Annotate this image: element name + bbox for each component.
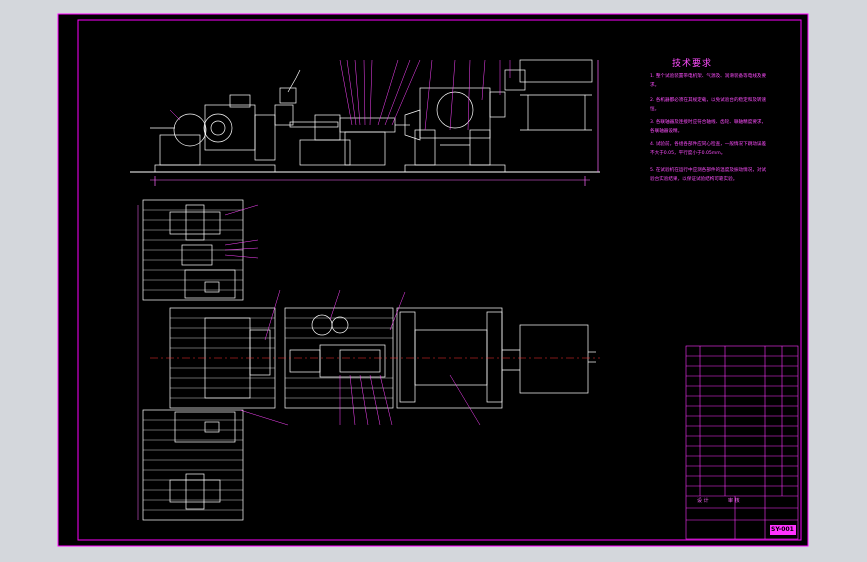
tech-note-3: 3. 各联轴器及连接时应符合轴线、齿轮、联轴精度要求，各联轴器设精。: [650, 120, 767, 134]
tech-note-4: 4. 试验前，各组各部件应同心检查，一般情况下跳动误差不大于0.05，平行度小于…: [650, 142, 767, 156]
outer-frame: [57, 13, 809, 547]
tech-note-1: 1. 整个试验装置带电机架、气源及、润滑装备等电线及要求。: [650, 74, 767, 88]
tech-note-5: 5. 在试验机在运行中应测各部件的温度及振动情况，对试验台实验结果，以保证试验结…: [650, 168, 767, 182]
elevation-view: [130, 59, 600, 186]
tech-requirements-title: 技术要求: [672, 59, 713, 69]
plan-view: [137, 199, 596, 521]
tech-note-2: 2. 各机器都必须在其规定载，以免试验台的稳定和及转速恒。: [650, 98, 767, 112]
title-block: [685, 345, 799, 540]
plan-leaders: [224, 204, 481, 426]
drawing-number: SY-001: [771, 526, 794, 533]
title-block-label-designer: 设 计: [697, 498, 709, 504]
elevation-leaders: [169, 59, 511, 131]
title-block-label-reviewer: 审 核: [728, 498, 740, 504]
inner-frame: [77, 19, 802, 541]
